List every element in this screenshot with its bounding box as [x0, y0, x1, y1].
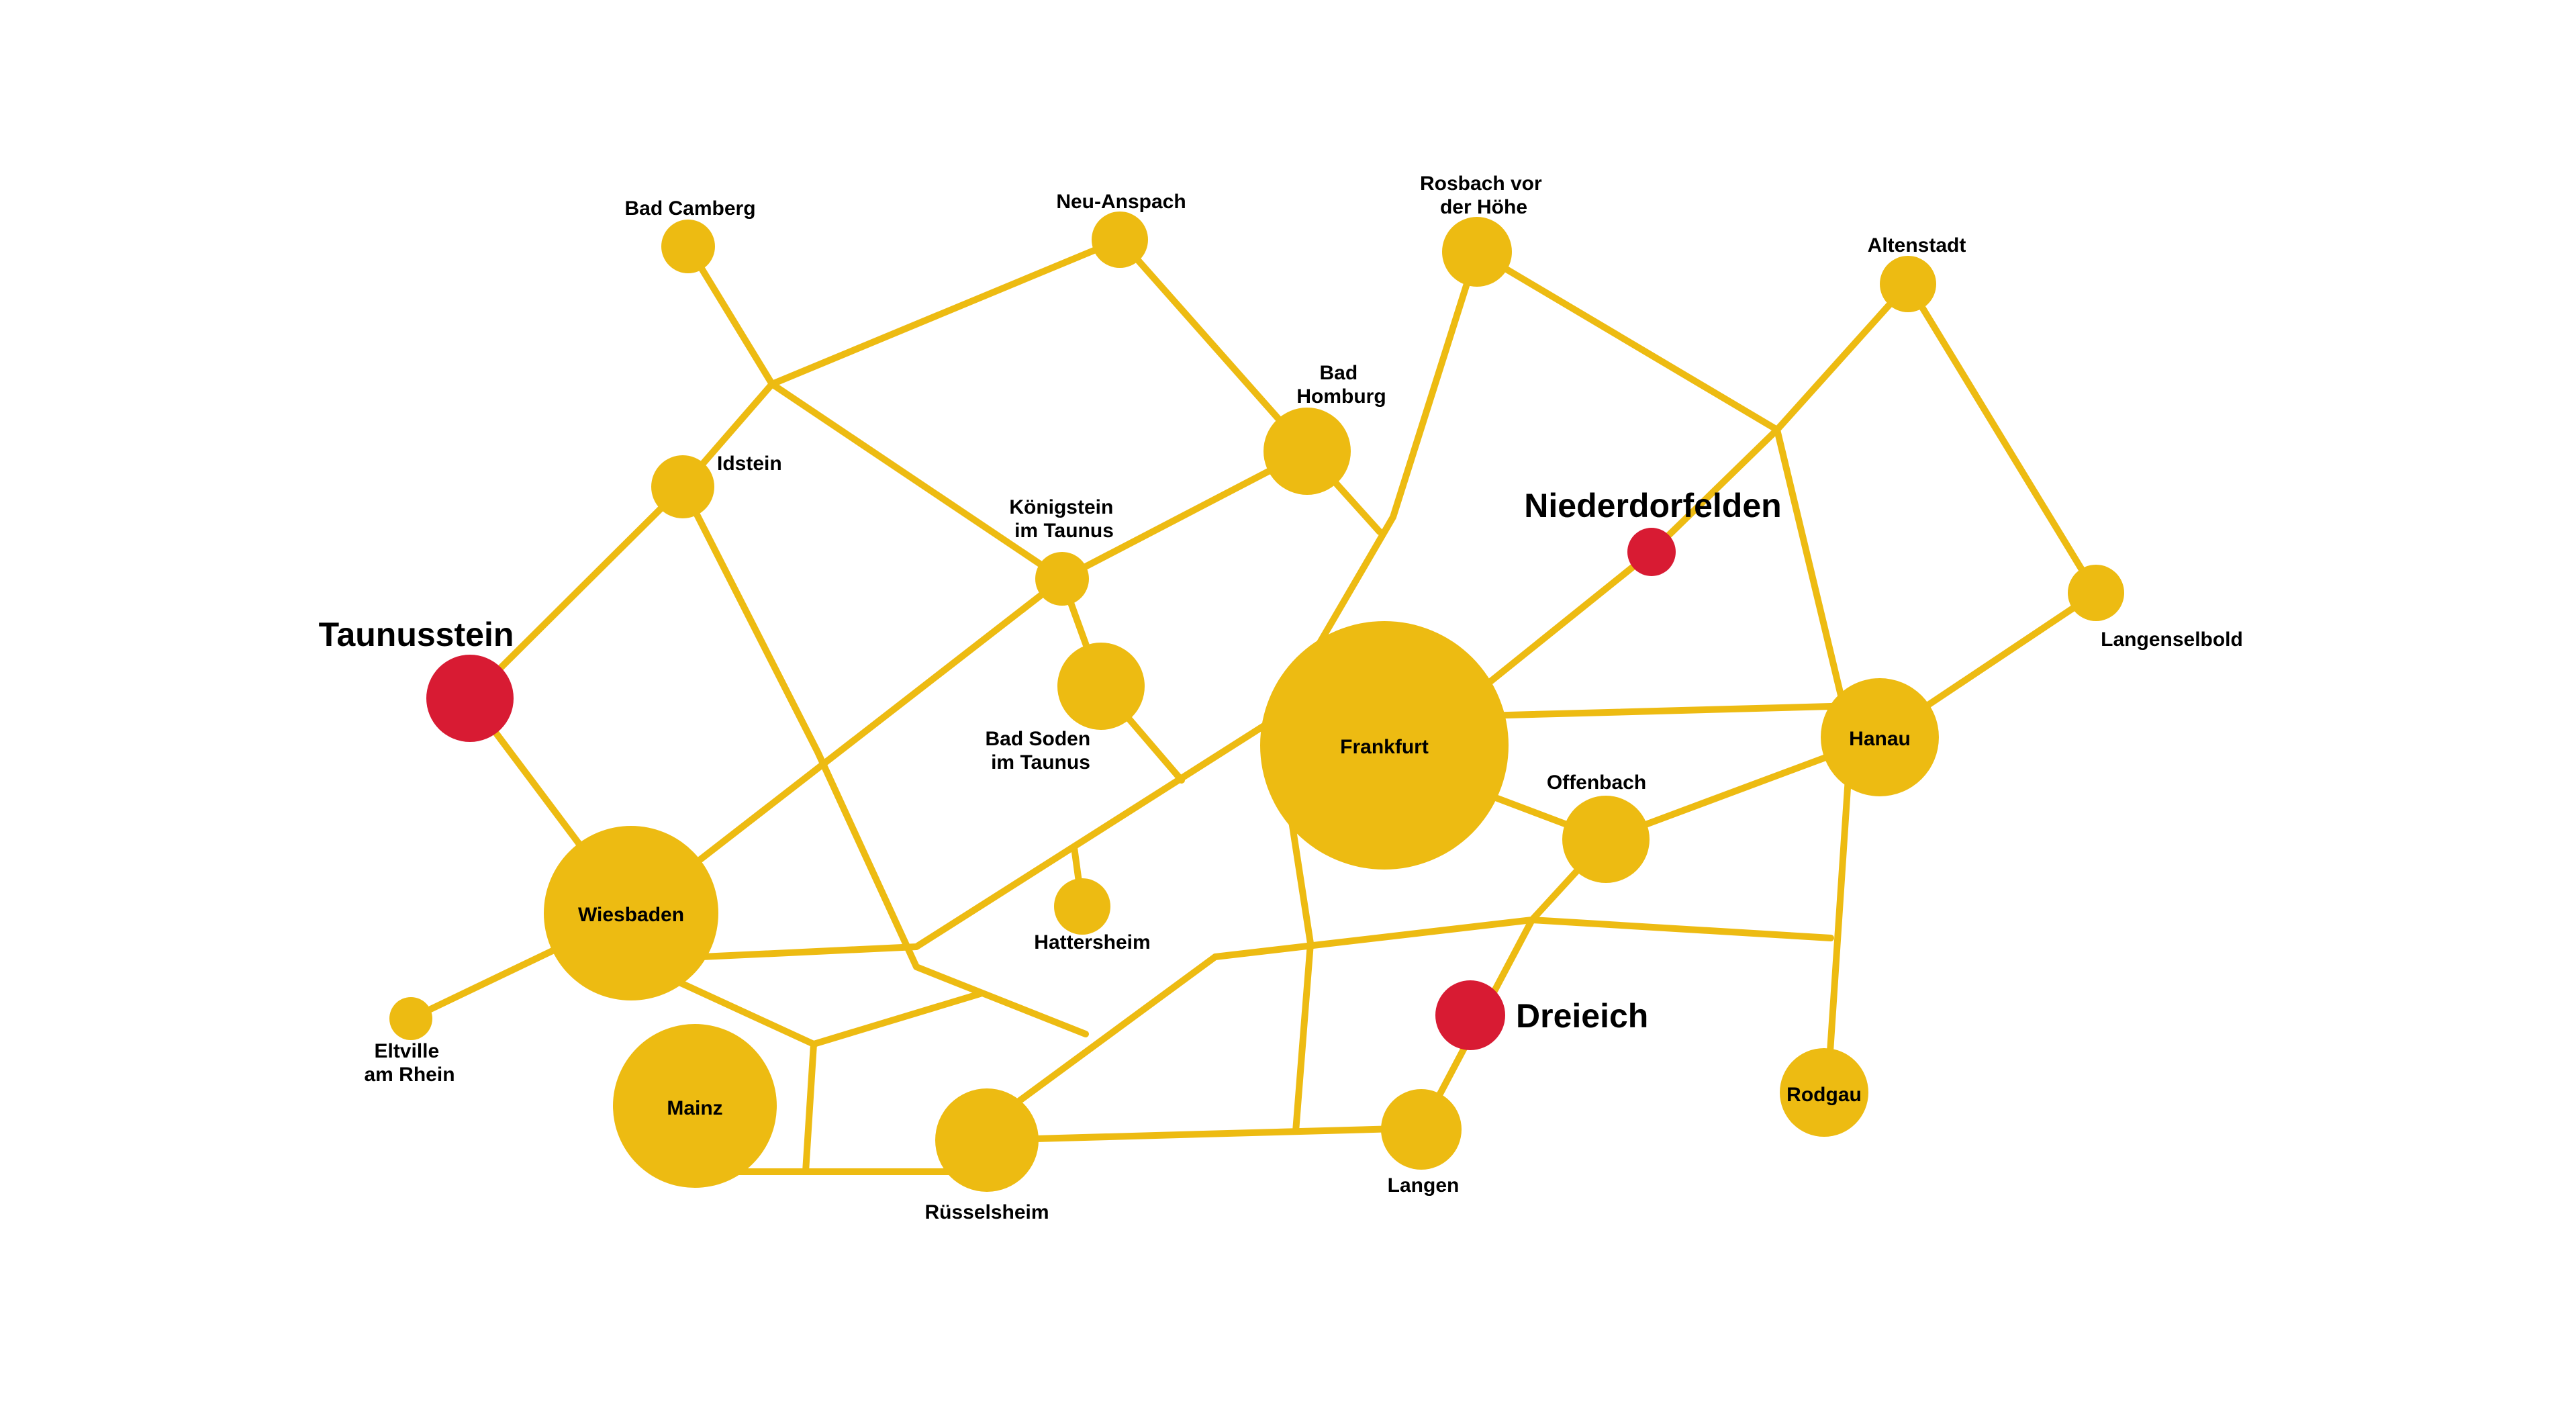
node-rodgau [1780, 1048, 1868, 1137]
edge-bad-camberg-junction [685, 243, 775, 387]
node-langenselbold [2068, 565, 2124, 621]
node-rosbach [1442, 217, 1512, 287]
label-wiesbaden: Wiesbaden [578, 904, 684, 926]
edge-altenstadt-niederdorfelden [1648, 281, 1911, 555]
label-hanau: Hanau [1849, 728, 1911, 750]
label-bad-homburg-line1: Bad [1319, 362, 1357, 384]
edge-altenstadt-langenselbold [1905, 281, 2099, 596]
label-frankfurt: Frankfurt [1340, 736, 1429, 758]
label-bad-homburg-line2: Homburg [1296, 385, 1386, 408]
node-bad-camberg [661, 220, 715, 273]
edge-ruesselsheim-langen [984, 1125, 1425, 1143]
label-hattersheim: Hattersheim [1034, 931, 1150, 953]
edge-hanau-rodgau [1824, 734, 1854, 1096]
edge-cross-rail [984, 917, 1834, 1128]
node-taunusstein [426, 655, 514, 742]
label-langenselbold: Langenselbold [2101, 628, 2243, 651]
label-koenigstein-line2: im Taunus [1014, 520, 1114, 542]
label-neu-anspach: Neu-Anspach [1056, 191, 1186, 213]
label-altenstadt: Altenstadt [1868, 234, 1966, 256]
edge-junction-east [810, 990, 984, 1047]
edge-idstein-taunusstein [467, 483, 686, 702]
node-neu-anspach [1092, 212, 1148, 268]
label-offenbach: Offenbach [1547, 772, 1646, 794]
label-rosbach: Rosbach vor der Höhe [1420, 173, 1547, 218]
node-bad-homburg [1263, 408, 1351, 495]
node-hattersheim [1054, 878, 1110, 935]
label-bad-soden: Bad Soden im Taunus [985, 728, 1096, 774]
node-wiesbaden [544, 826, 718, 1000]
label-rodgau: Rodgau [1786, 1084, 1862, 1106]
label-dreieich: Dreieich [1516, 997, 1648, 1035]
label-idstein: Idstein [717, 453, 782, 475]
label-niederdorfelden: Niederdorfelden [1524, 487, 1781, 524]
node-dreieich [1435, 980, 1505, 1050]
edge-bad-homburg-koenigstein [1059, 448, 1310, 582]
label-bad-soden-line1: Bad Soden [985, 728, 1090, 750]
node-mainz [613, 1024, 777, 1188]
node-frankfurt [1260, 621, 1509, 870]
city-labels: Bad Camberg Neu-Anspach Rosbach vor der … [319, 173, 2243, 1223]
edge-idstein-rail [679, 483, 1089, 1037]
node-offenbach [1562, 796, 1650, 883]
label-eltville: Eltville am Rhein [364, 1040, 455, 1086]
label-bad-soden-line2: im Taunus [991, 751, 1090, 774]
label-bad-homburg: Bad Homburg [1296, 362, 1386, 408]
label-eltville-line1: Eltville [374, 1040, 439, 1062]
edge-koenigstein-wiesbaden [628, 575, 1065, 917]
edge-junction-neu-anspach [769, 236, 1123, 387]
node-idstein [651, 455, 714, 518]
node-niederdorfelden [1627, 528, 1676, 576]
label-langen: Langen [1388, 1174, 1460, 1197]
label-rosbach-line1: Rosbach vor [1420, 173, 1542, 195]
label-rosbach-line2: der Höhe [1440, 196, 1527, 218]
edge-niederdorfelden-frankfurt [1487, 549, 1655, 685]
edge-neu-anspach-bad-homburg [1116, 236, 1310, 455]
label-mainz: Mainz [667, 1097, 722, 1119]
edge-rosbach-frankfurt [1317, 248, 1480, 646]
label-koenigstein: Königstein im Taunus [1009, 496, 1118, 542]
edge-junction-koenigstein [769, 381, 1065, 582]
edge-frankfurt-southwest [628, 718, 1274, 964]
node-langen [1381, 1089, 1462, 1170]
label-koenigstein-line1: Königstein [1009, 496, 1113, 518]
node-ruesselsheim [935, 1088, 1039, 1192]
label-eltville-line2: am Rhein [364, 1064, 455, 1086]
node-koenigstein [1035, 552, 1089, 606]
node-bad-soden [1057, 643, 1145, 730]
label-ruesselsheim: Rüsselsheim [924, 1201, 1049, 1223]
node-eltville [389, 997, 432, 1040]
edge-junction-south [802, 1041, 817, 1175]
city-nodes [389, 212, 2124, 1192]
node-altenstadt [1880, 256, 1936, 312]
label-bad-camberg: Bad Camberg [624, 197, 755, 220]
label-taunusstein: Taunusstein [319, 616, 514, 653]
node-hanau [1821, 678, 1939, 796]
